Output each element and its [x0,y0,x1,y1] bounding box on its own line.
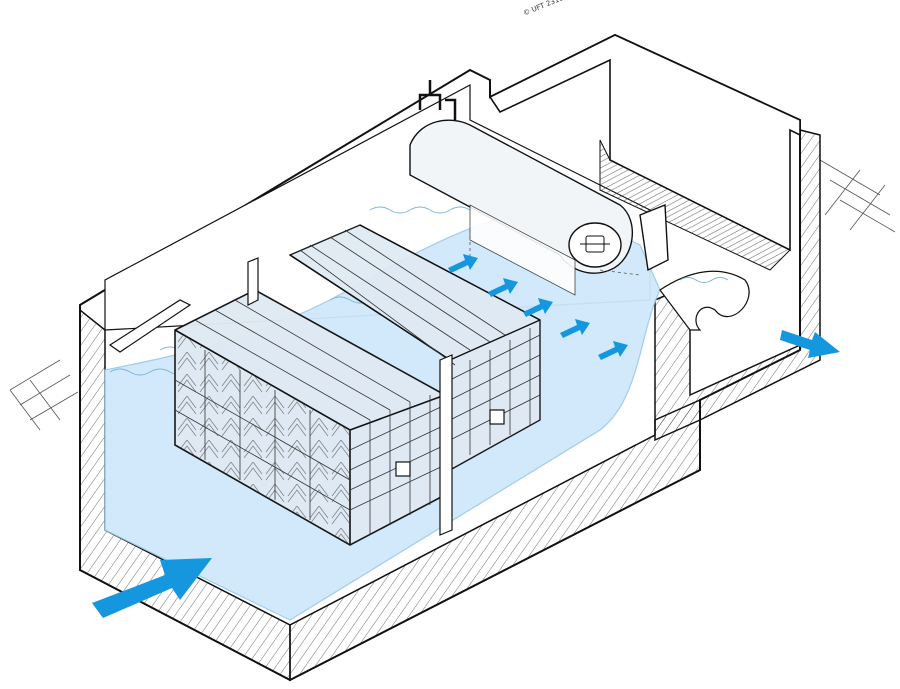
basin-drain-pipe [108,299,192,353]
flow-arrow-icon [488,278,518,297]
flow-arrow-icon [560,319,590,338]
flow-guide-lines [469,230,641,276]
outlet-channel-wall-section [654,129,821,442]
flow-arrow-icon [598,341,628,360]
flow-arrow-icon [448,254,478,273]
inflow-arrow-icon [92,558,212,618]
outlet-channel-ripples [679,277,729,283]
outlet-chamber-floor-grating [599,139,791,271]
lifting-hook-icon [418,80,457,120]
filter-rack-frame-post [247,257,453,536]
drum-axle-hub [580,235,610,253]
outlet-channel [659,270,750,331]
filter-rack-front [174,257,505,546]
rack-handle-front [395,461,411,477]
partition-pillar [639,203,669,272]
drum-curtain-sheet [469,204,576,296]
flow-arrow-icon [523,298,553,317]
outlet-chamber-wall [488,34,801,252]
flow-arrows [448,254,628,360]
outflow-arrow-icon [780,330,840,358]
rotating-drum-end-cap [568,222,622,268]
ground-surface-left [9,359,79,431]
ground-surface-right [819,159,896,233]
rack-handle-back [489,409,505,425]
